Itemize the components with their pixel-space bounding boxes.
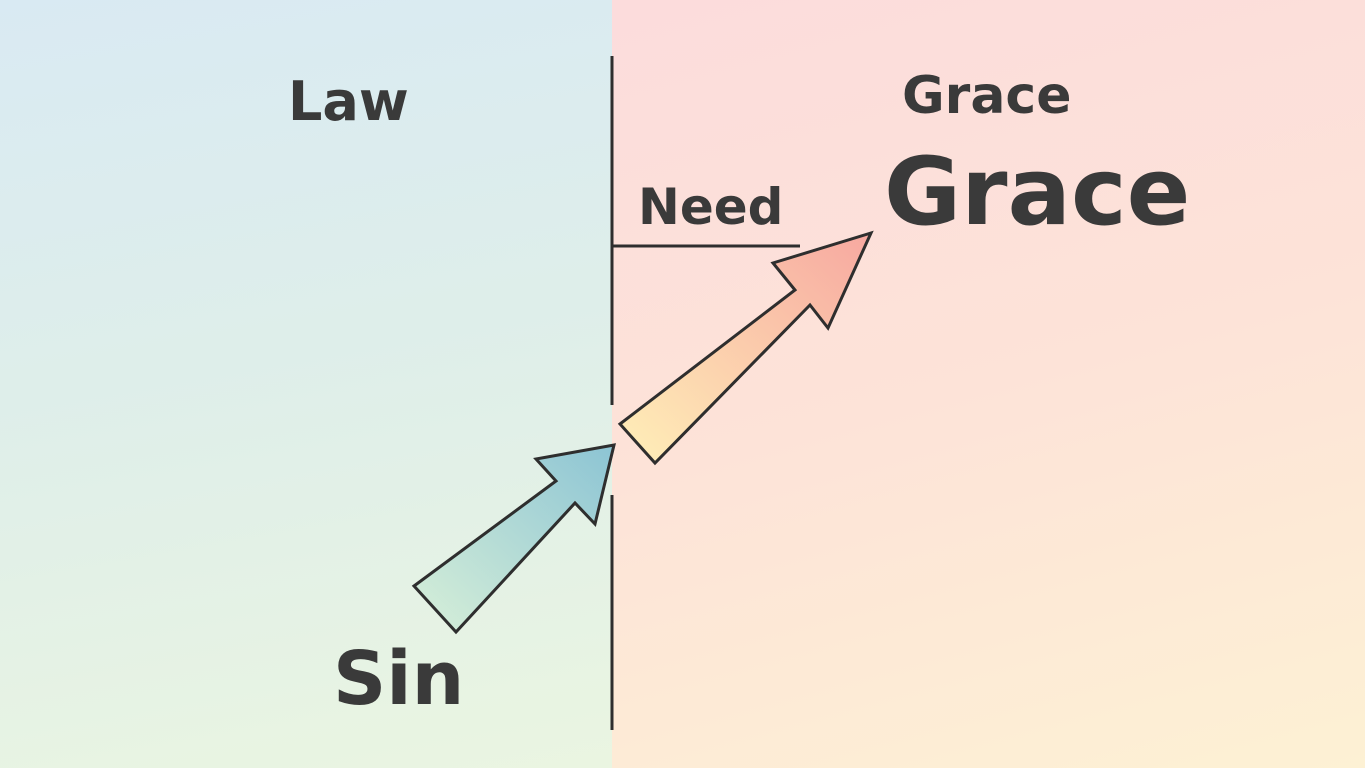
law-region xyxy=(0,0,612,768)
grace-region xyxy=(612,0,1365,768)
grace-arrow xyxy=(617,230,874,466)
grace-label: Grace xyxy=(884,138,1191,247)
law-label: Law xyxy=(288,70,409,133)
sin-arrow xyxy=(411,443,616,635)
grace-heading: Grace xyxy=(902,66,1072,126)
sin-label: Sin xyxy=(333,636,465,722)
need-label: Need xyxy=(638,178,784,236)
